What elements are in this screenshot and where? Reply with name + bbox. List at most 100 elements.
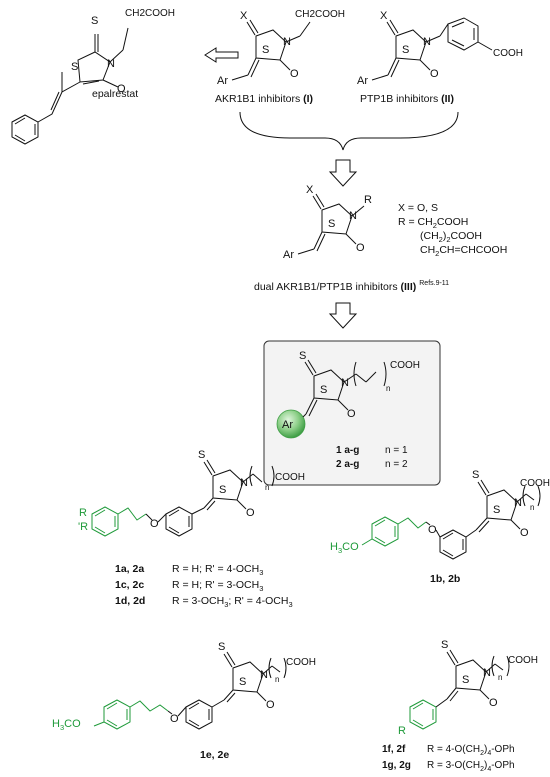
ptp1b-caption: PTP1B inhibitors (II) bbox=[360, 93, 454, 105]
cmpd-b-structure bbox=[361, 479, 541, 560]
cmpd-b-ether-o: O bbox=[428, 524, 437, 536]
boxed-s: S bbox=[320, 384, 327, 396]
cmpd-a-acid: COOH bbox=[275, 472, 305, 483]
cmpd-f-acid: COOH bbox=[508, 655, 538, 666]
akr1b1-x: X bbox=[240, 10, 248, 22]
ptp1b-acid: COOH bbox=[493, 48, 523, 59]
cmpd-b-s: S bbox=[493, 504, 500, 516]
ptp1b-structure bbox=[371, 17, 493, 81]
dual-structure bbox=[297, 193, 365, 255]
cmpd-a-n: N bbox=[240, 477, 248, 489]
akr1b1-acid: CH2COOH bbox=[295, 9, 345, 20]
cmpd-e-structure bbox=[93, 651, 287, 730]
cmpd-b-id: 1b, 2b bbox=[430, 573, 460, 585]
cmpd-a-structure bbox=[91, 459, 275, 537]
dual-caption: dual AKR1B1/PTP1B inhibitors (III)Refs.9… bbox=[254, 280, 449, 293]
akr1b1-structure bbox=[231, 19, 311, 81]
cmpd-f-l2-desc: R = 3-O(CH2)4-OPh bbox=[427, 760, 515, 773]
dual-r: R bbox=[364, 194, 372, 206]
ptp1b-s: S bbox=[402, 44, 409, 56]
akr1b1-caption: AKR1B1 inhibitors (I) bbox=[215, 93, 313, 105]
cmpd-a-n-index: n bbox=[265, 483, 269, 492]
cmpd-a-rprime: 'R bbox=[78, 521, 88, 533]
cmpd-f-s: S bbox=[462, 674, 469, 686]
epalrestat-ring-s: S bbox=[71, 61, 78, 73]
cmpd-b-methoxy: H3CO bbox=[330, 541, 359, 555]
boxed-row2-n: n = 2 bbox=[385, 459, 408, 470]
cmpd-f-n: N bbox=[483, 667, 491, 679]
dual-x: X bbox=[306, 184, 314, 196]
cmpd-a-l1-desc: R = H; R' = 4-OCH3 bbox=[172, 563, 263, 577]
epalrestat-structure bbox=[11, 27, 129, 145]
cmpd-f-n-index: n bbox=[498, 673, 502, 682]
epalrestat-acid: CH2COOH bbox=[125, 8, 175, 19]
cmpd-e-exo-s: S bbox=[218, 641, 225, 653]
dual-def-x: X = O, S bbox=[398, 202, 438, 214]
epalrestat-n: N bbox=[107, 58, 115, 70]
boxed-row1-n: n = 1 bbox=[385, 445, 408, 456]
cmpd-b-exo-s: S bbox=[472, 469, 479, 481]
dual-n: N bbox=[349, 210, 357, 222]
ptp1b-ar: Ar bbox=[357, 75, 368, 87]
cmpd-e-n-index: n bbox=[275, 675, 279, 684]
cmpd-b-o: O bbox=[520, 527, 529, 539]
akr1b1-ar: Ar bbox=[217, 75, 228, 87]
cmpd-a-l2-desc: R = H; R' = 3-OCH3 bbox=[172, 579, 263, 593]
cmpd-e-o: O bbox=[266, 699, 275, 711]
cmpd-f-l1-id: 1f, 2f bbox=[382, 744, 406, 755]
akr1b1-n: N bbox=[283, 36, 291, 48]
merge-brace bbox=[239, 111, 459, 151]
cmpd-a-r: R bbox=[79, 507, 87, 519]
aryl-ball bbox=[276, 409, 306, 439]
dual-def-r1: R = CH2COOH bbox=[398, 216, 468, 230]
aryl-bond bbox=[302, 413, 307, 418]
cmpd-b-acid: COOH bbox=[520, 478, 550, 489]
dual-o: O bbox=[356, 242, 365, 254]
epalrestat-label: epalrestat bbox=[92, 88, 138, 100]
dual-def-r2: (CH2)2COOH bbox=[420, 230, 482, 244]
cmpd-a-l1-id: 1a, 2a bbox=[115, 563, 144, 575]
cmpd-f-l2-id: 1g, 2g bbox=[382, 760, 411, 771]
cmpd-a-l3-desc: R = 3-OCH3; R' = 4-OCH3 bbox=[172, 595, 293, 609]
cmpd-a-ether-o: O bbox=[150, 518, 159, 530]
cmpd-a-exo-s: S bbox=[198, 449, 205, 461]
cmpd-a-s: S bbox=[219, 484, 226, 496]
hollow-arrow-down-icon bbox=[328, 159, 358, 187]
cmpd-a-l2-id: 1c, 2c bbox=[115, 579, 144, 591]
boxed-exo-s: S bbox=[299, 350, 306, 362]
cmpd-e-ether-o: O bbox=[170, 713, 179, 725]
boxed-acid: COOH bbox=[390, 360, 420, 371]
cmpd-e-n: N bbox=[260, 669, 268, 681]
hollow-arrow-down-icon-2 bbox=[328, 302, 358, 329]
cmpd-f-exo-s: S bbox=[441, 639, 448, 651]
boxed-n: N bbox=[341, 377, 349, 389]
boxed-structure bbox=[304, 359, 387, 417]
boxed-o: O bbox=[347, 408, 356, 420]
dual-ar: Ar bbox=[283, 249, 294, 261]
boxed-row2-id: 2 a-g bbox=[336, 459, 359, 470]
cmpd-e-s: S bbox=[239, 676, 246, 688]
akr1b1-s: S bbox=[262, 44, 269, 56]
boxed-ar: Ar bbox=[282, 419, 293, 431]
dual-def-r3: CH2CH=CHCOOH bbox=[420, 244, 507, 258]
akr1b1-o: O bbox=[290, 68, 299, 80]
dual-s: S bbox=[328, 218, 335, 230]
cmpd-f-l1-desc: R = 4-O(CH2)4-OPh bbox=[427, 744, 515, 757]
ptp1b-n: N bbox=[423, 36, 431, 48]
cmpd-f-o: O bbox=[489, 697, 498, 709]
general-structure-box bbox=[263, 340, 441, 486]
cmpd-a-o: O bbox=[246, 507, 255, 519]
boxed-row1-id: 1 a-g bbox=[336, 445, 359, 456]
cmpd-a-l3-id: 1d, 2d bbox=[115, 595, 145, 607]
cmpd-b-n-index: n bbox=[530, 503, 534, 512]
cmpd-e-methoxy: H3CO bbox=[52, 718, 81, 732]
cmpd-b-n: N bbox=[514, 497, 522, 509]
cmpd-e-id: 1e, 2e bbox=[200, 749, 229, 761]
ptp1b-o: O bbox=[430, 68, 439, 80]
epalrestat-o: O bbox=[117, 83, 126, 95]
epalrestat-exo-s: S bbox=[91, 15, 98, 27]
cmpd-f-structure bbox=[409, 649, 510, 730]
ptp1b-x: X bbox=[380, 10, 388, 22]
boxed-n-index: n bbox=[386, 384, 390, 393]
